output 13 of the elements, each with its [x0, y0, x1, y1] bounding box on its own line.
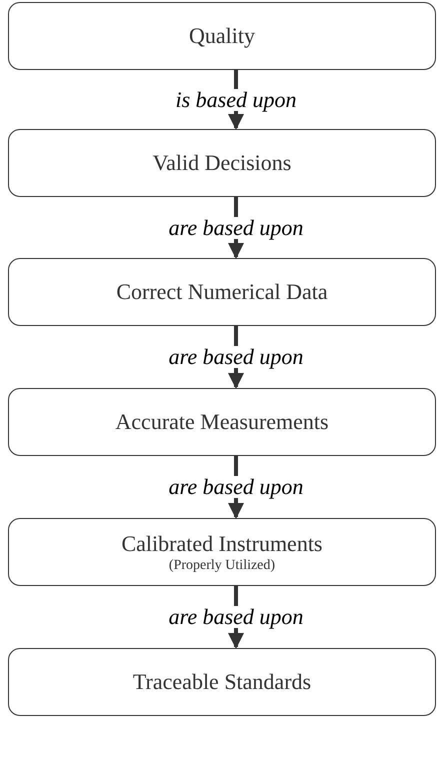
box-title: Accurate Measurements	[115, 408, 329, 436]
box-subtitle: (Properly Utilized)	[168, 557, 276, 574]
box-title: Calibrated Instruments	[121, 530, 322, 557]
box-title: Quality	[189, 22, 255, 50]
process-box	[8, 648, 436, 716]
process-box	[8, 518, 436, 586]
process-box	[8, 388, 436, 456]
process-box	[8, 129, 436, 197]
process-box	[8, 2, 436, 70]
process-box	[8, 258, 436, 326]
box-title: Correct Numerical Data	[116, 278, 328, 306]
box-title: Traceable Standards	[132, 668, 312, 696]
box-title: Valid Decisions	[152, 149, 292, 177]
